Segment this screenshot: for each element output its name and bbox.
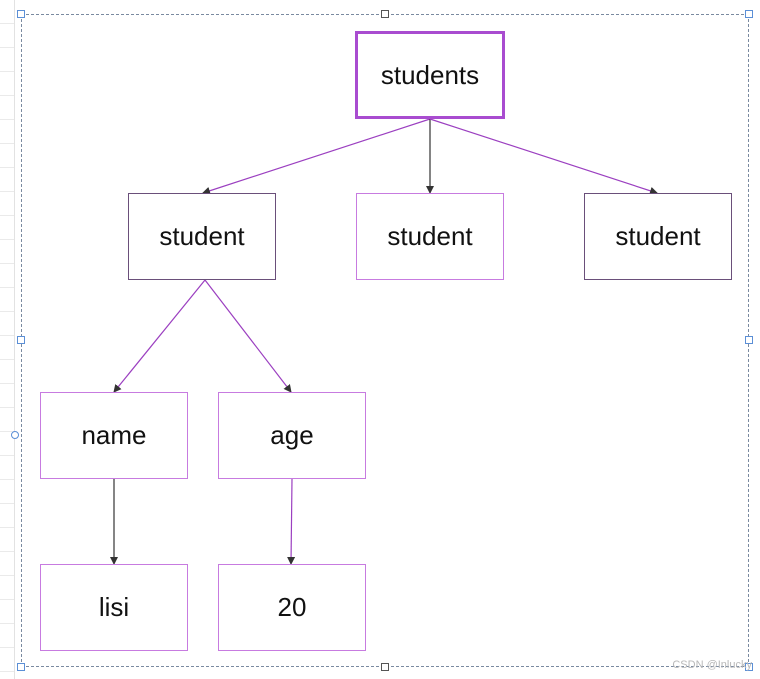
left-ruler-gutter [0, 0, 15, 679]
resize-handle-top[interactable] [381, 10, 389, 18]
node-student-2-label: student [387, 221, 473, 251]
node-20-label: 20 [277, 592, 307, 622]
node-students-label: students [380, 59, 480, 90]
node-student-1[interactable]: student [128, 193, 276, 280]
node-student-3-label: student [615, 221, 701, 251]
resize-handle-bottom[interactable] [381, 663, 389, 671]
resize-handle-right[interactable] [745, 336, 753, 344]
edge-student-to-name[interactable] [113, 279, 206, 393]
resize-handle-bottom-right[interactable] [745, 663, 753, 671]
node-age[interactable]: age [218, 392, 366, 479]
watermark: CSDN @Inlucky [672, 659, 752, 671]
node-lisi-label: lisi [98, 592, 130, 622]
node-20[interactable]: 20 [218, 564, 366, 651]
edge-student-to-age[interactable] [204, 279, 292, 393]
node-name-label: name [81, 420, 147, 450]
node-lisi[interactable]: lisi [40, 564, 188, 651]
resize-handle-bottom-left[interactable] [17, 663, 25, 671]
resize-handle-top-right[interactable] [745, 10, 753, 18]
resize-handle-top-left[interactable] [17, 10, 25, 18]
node-name[interactable]: name [40, 392, 188, 479]
node-students[interactable]: students [355, 31, 505, 119]
edge-students-to-student-3[interactable] [429, 118, 658, 195]
node-student-2[interactable]: student [356, 193, 504, 280]
node-student-3[interactable]: student [584, 193, 732, 280]
edge-age-to-20[interactable] [287, 478, 296, 565]
resize-handle-left[interactable] [17, 336, 25, 344]
node-age-label: age [270, 420, 314, 450]
connection-point-left[interactable] [11, 431, 19, 439]
node-student-1-label: student [159, 221, 245, 251]
edge-students-to-student-1[interactable] [202, 118, 431, 195]
